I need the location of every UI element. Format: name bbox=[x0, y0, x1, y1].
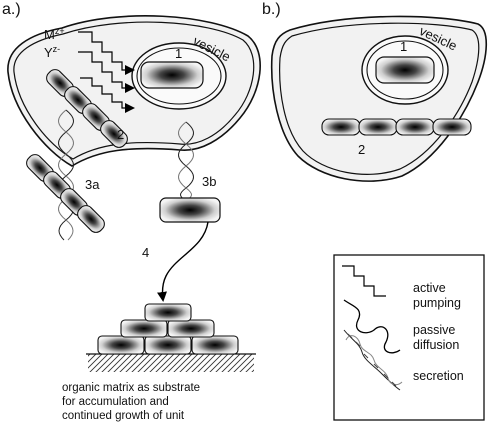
label-3a: 3a bbox=[85, 177, 100, 192]
label-4: 4 bbox=[142, 245, 150, 260]
matrix-unit bbox=[120, 319, 168, 338]
panel-label-b: b.) bbox=[262, 1, 281, 18]
legend-box bbox=[333, 254, 485, 421]
crystal-unit-3b bbox=[159, 197, 221, 223]
matrix-unit bbox=[144, 303, 192, 322]
cation-charge: z+ bbox=[54, 26, 65, 36]
legend-active-icon bbox=[342, 265, 386, 297]
label-1a: 1 bbox=[175, 46, 183, 61]
organic-matrix bbox=[86, 303, 256, 372]
anion-label: Yz- bbox=[44, 44, 61, 60]
cation-label: Mz+ bbox=[44, 26, 65, 42]
legend-active-line1: active bbox=[413, 281, 446, 295]
crystal-unit-1a bbox=[140, 61, 204, 89]
matrix-substrate bbox=[88, 354, 254, 372]
vesicle-a bbox=[131, 42, 227, 110]
pump-arrow-1 bbox=[78, 31, 135, 75]
transport-arrow-4 bbox=[157, 221, 209, 302]
cation-symbol: M bbox=[44, 27, 55, 42]
caption-line2: for accumulation and bbox=[62, 396, 169, 408]
active-pumping-arrows bbox=[78, 31, 135, 113]
crystal-chain-2b bbox=[321, 118, 472, 136]
label-3b: 3b bbox=[202, 174, 217, 189]
legend-secretion-icon bbox=[343, 329, 403, 391]
legend-passive-line1: passive bbox=[413, 323, 456, 337]
crystal-chain-2a bbox=[46, 69, 128, 148]
matrix-unit bbox=[191, 335, 239, 355]
label-1b: 1 bbox=[400, 39, 408, 54]
legend-active-line2: pumping bbox=[413, 296, 461, 310]
pump-arrow-2 bbox=[78, 51, 135, 93]
legend-passive-line2: diffusion bbox=[413, 338, 460, 352]
pump-arrow-3 bbox=[80, 77, 135, 113]
panel-label-a: a.) bbox=[2, 1, 21, 18]
label-2b: 2 bbox=[358, 142, 366, 157]
legend-secretion: secretion bbox=[413, 369, 464, 383]
caption-line1: organic matrix as substrate bbox=[62, 382, 201, 394]
secretion-helix-3a bbox=[58, 109, 74, 241]
crystal-unit-1b bbox=[375, 56, 435, 84]
legend-passive-icon bbox=[343, 299, 401, 354]
vesicle-b bbox=[361, 35, 449, 105]
anion-charge: z- bbox=[52, 44, 61, 54]
matrix-unit bbox=[167, 319, 215, 338]
matrix-unit bbox=[144, 335, 192, 355]
anion-symbol: Y bbox=[44, 45, 53, 60]
crystal-chain-3a bbox=[26, 154, 105, 233]
caption-line3: continued growth of unit bbox=[62, 410, 185, 422]
caption: organic matrix as substrate for accumula… bbox=[62, 381, 200, 423]
legend bbox=[333, 254, 485, 421]
secretion-helix-3b bbox=[178, 121, 194, 201]
matrix-unit bbox=[97, 335, 145, 355]
label-2a: 2 bbox=[117, 127, 125, 142]
